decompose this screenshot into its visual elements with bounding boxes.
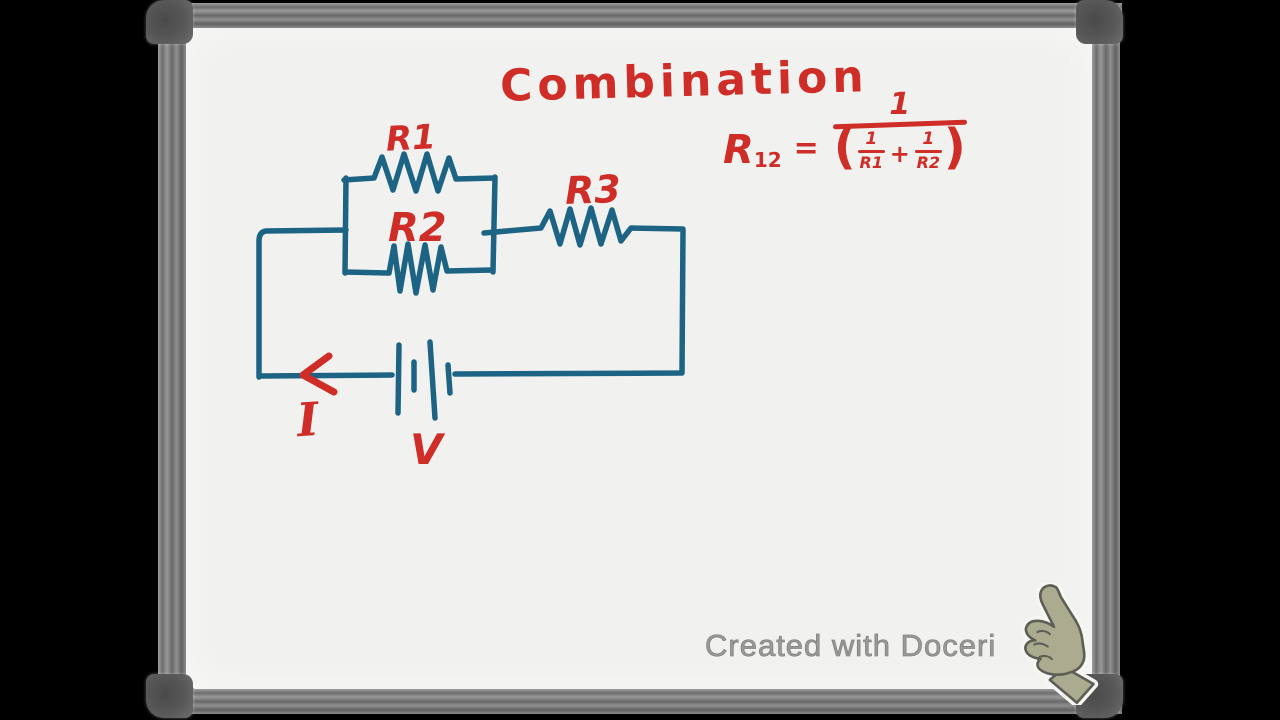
formula-lhs-subscript: 12 xyxy=(753,148,782,172)
term2-fraction-bar xyxy=(914,149,942,153)
formula-numerator: 1 xyxy=(889,87,911,122)
doceri-hand-icon xyxy=(1020,583,1099,705)
whiteboard-frame-bottom-rail xyxy=(156,689,1122,714)
term1-fraction-bar xyxy=(857,149,885,153)
term2-denominator: R2 xyxy=(916,152,941,172)
term1-denominator: R1 xyxy=(859,152,883,172)
doceri-watermark: Created with Doceri xyxy=(705,628,997,663)
formula-denominator: ( 1 R1 + 1 R2 ) xyxy=(833,119,966,175)
whiteboard-frame-top-rail xyxy=(156,3,1122,28)
battery-symbol xyxy=(395,339,453,421)
resistor-label-r2: R2 xyxy=(388,205,447,251)
frame-corner-cap-top-right xyxy=(1076,0,1123,44)
current-label-i: I xyxy=(293,392,322,448)
circuit-wires xyxy=(256,151,686,380)
resistor-label-r1: R1 xyxy=(385,117,437,160)
whiteboard-frame-right-rail xyxy=(1092,3,1120,714)
open-paren: ( xyxy=(833,119,856,175)
formula-lhs: R 12 = xyxy=(723,130,827,170)
hand-body xyxy=(1024,584,1095,705)
equivalent-resistance-formula: R 12 = 1 ( 1 R1 + 1 R2 ) xyxy=(723,90,967,172)
whiteboard-frame-left-rail xyxy=(158,3,186,714)
term-1-over-r2: 1 R2 xyxy=(914,128,942,172)
resistor-label-r3: R3 xyxy=(564,167,621,213)
term-1-over-r1: 1 R1 xyxy=(857,128,885,172)
hand-knuckle-lines xyxy=(1033,629,1053,661)
whiteboard-surface xyxy=(184,25,1094,690)
voltage-label-v: V xyxy=(410,425,446,474)
formula-fraction: 1 ( 1 R1 + 1 R2 ) xyxy=(832,87,967,175)
equals-sign: = xyxy=(793,131,819,166)
plus-sign: + xyxy=(889,139,910,168)
formula-lhs-symbol: R xyxy=(723,127,754,173)
close-paren: ) xyxy=(943,119,966,175)
frame-corner-cap-top-left xyxy=(146,0,193,44)
term1-numerator: 1 xyxy=(865,128,878,149)
term2-numerator: 1 xyxy=(922,128,935,149)
current-direction-arrow xyxy=(299,352,338,396)
frame-corner-cap-bottom-left xyxy=(146,674,193,718)
